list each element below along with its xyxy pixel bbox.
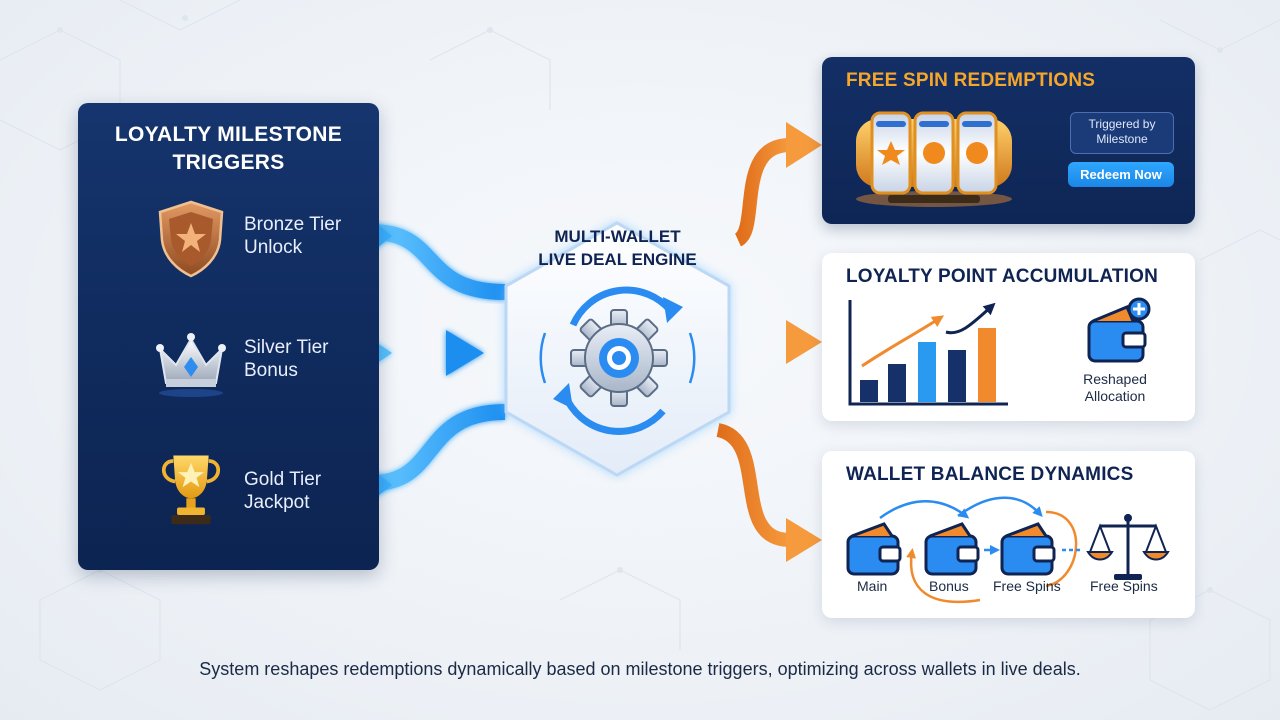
wallet-plus-icon — [1087, 297, 1151, 363]
engine-title-line1: MULTI-WALLET — [554, 227, 681, 246]
allocation-line1: Reshaped — [1083, 371, 1147, 387]
tier-bronze-label: Bronze Tier Unlock — [244, 213, 374, 259]
engine-title: MULTI-WALLET LIVE DEAL ENGINE — [495, 225, 740, 271]
tier-silver-line1: Silver Tier — [244, 337, 329, 358]
allocation-line2: Allocation — [1084, 388, 1146, 404]
diagram-caption: System reshapes redemptions dynamically … — [199, 659, 1081, 679]
bronze-shield-icon — [158, 200, 224, 278]
tier-silver[interactable]: Silver Tier Bonus — [148, 321, 378, 401]
badge-line1: Triggered by — [1088, 117, 1156, 131]
bar-chart-icon — [848, 300, 1008, 406]
flow-engine-to-freespin — [733, 138, 791, 247]
flow-bronze-to-engine — [371, 224, 506, 300]
tier-silver-label: Silver Tier Bonus — [244, 336, 374, 382]
accumulation-title: LOYALTY POINT ACCUMULATION — [846, 266, 1159, 287]
redeem-now-button[interactable]: Redeem Now — [1068, 162, 1174, 187]
tier-gold-line2: Jackpot — [244, 492, 310, 513]
badge-line2: Milestone — [1096, 132, 1148, 146]
flow-engine-to-balance — [715, 423, 791, 547]
silver-crown-icon — [156, 333, 226, 397]
tier-bronze-line1: Bronze Tier — [244, 214, 342, 235]
arrow-head-freespin — [786, 122, 822, 168]
engine-title-line2: LIVE DEAL ENGINE — [538, 250, 697, 269]
gold-trophy-icon — [161, 455, 221, 525]
tier-gold-line1: Gold Tier — [244, 469, 322, 490]
balance-scale-icon — [1086, 514, 1170, 580]
arrow-head-silver — [446, 330, 484, 376]
allocation-label: Reshaped Allocation — [1070, 371, 1160, 405]
tier-gold-label: Gold Tier Jackpot — [244, 468, 374, 514]
wallet-flow-diagram — [846, 496, 1170, 604]
wallet-main-label: Main — [857, 578, 888, 594]
wallet-freespins-icon — [1000, 522, 1056, 576]
tier-bronze-line2: Unlock — [244, 237, 303, 258]
trend-arrow-icon — [861, 315, 945, 368]
wallet-freespins-label: Free Spins — [993, 578, 1061, 594]
arrow-head-accumulation — [786, 320, 822, 364]
panel-title-line1: LOYALTY MILESTONE — [114, 123, 343, 146]
tier-gold[interactable]: Gold Tier Jackpot — [148, 448, 378, 528]
gear-cycle-icon — [539, 286, 696, 435]
arrow-head-balance — [786, 518, 822, 562]
wallet-main-icon — [846, 522, 902, 576]
tier-bronze[interactable]: Bronze Tier Unlock — [148, 198, 378, 278]
free-spin-title: FREE SPIN REDEMPTIONS — [846, 70, 1096, 91]
triggered-badge: Triggered by Milestone — [1070, 112, 1174, 154]
flow-gold-to-engine — [371, 404, 506, 491]
balance-title: WALLET BALANCE DYNAMICS — [846, 464, 1134, 485]
panel-title: LOYALTY MILESTONE TRIGGERS — [78, 121, 379, 177]
panel-title-line2: TRIGGERS — [172, 151, 285, 174]
balance-freespins-label: Free Spins — [1090, 578, 1158, 594]
wallet-bonus-icon — [924, 522, 980, 576]
milestone-triggers-panel: LOYALTY MILESTONE TRIGGERS Bronze Tier U… — [78, 103, 379, 570]
engine-hexagon — [504, 221, 731, 477]
slot-machine-icon — [856, 111, 1012, 207]
wallet-bonus-label: Bonus — [929, 578, 969, 594]
tier-silver-line2: Bonus — [244, 360, 298, 381]
